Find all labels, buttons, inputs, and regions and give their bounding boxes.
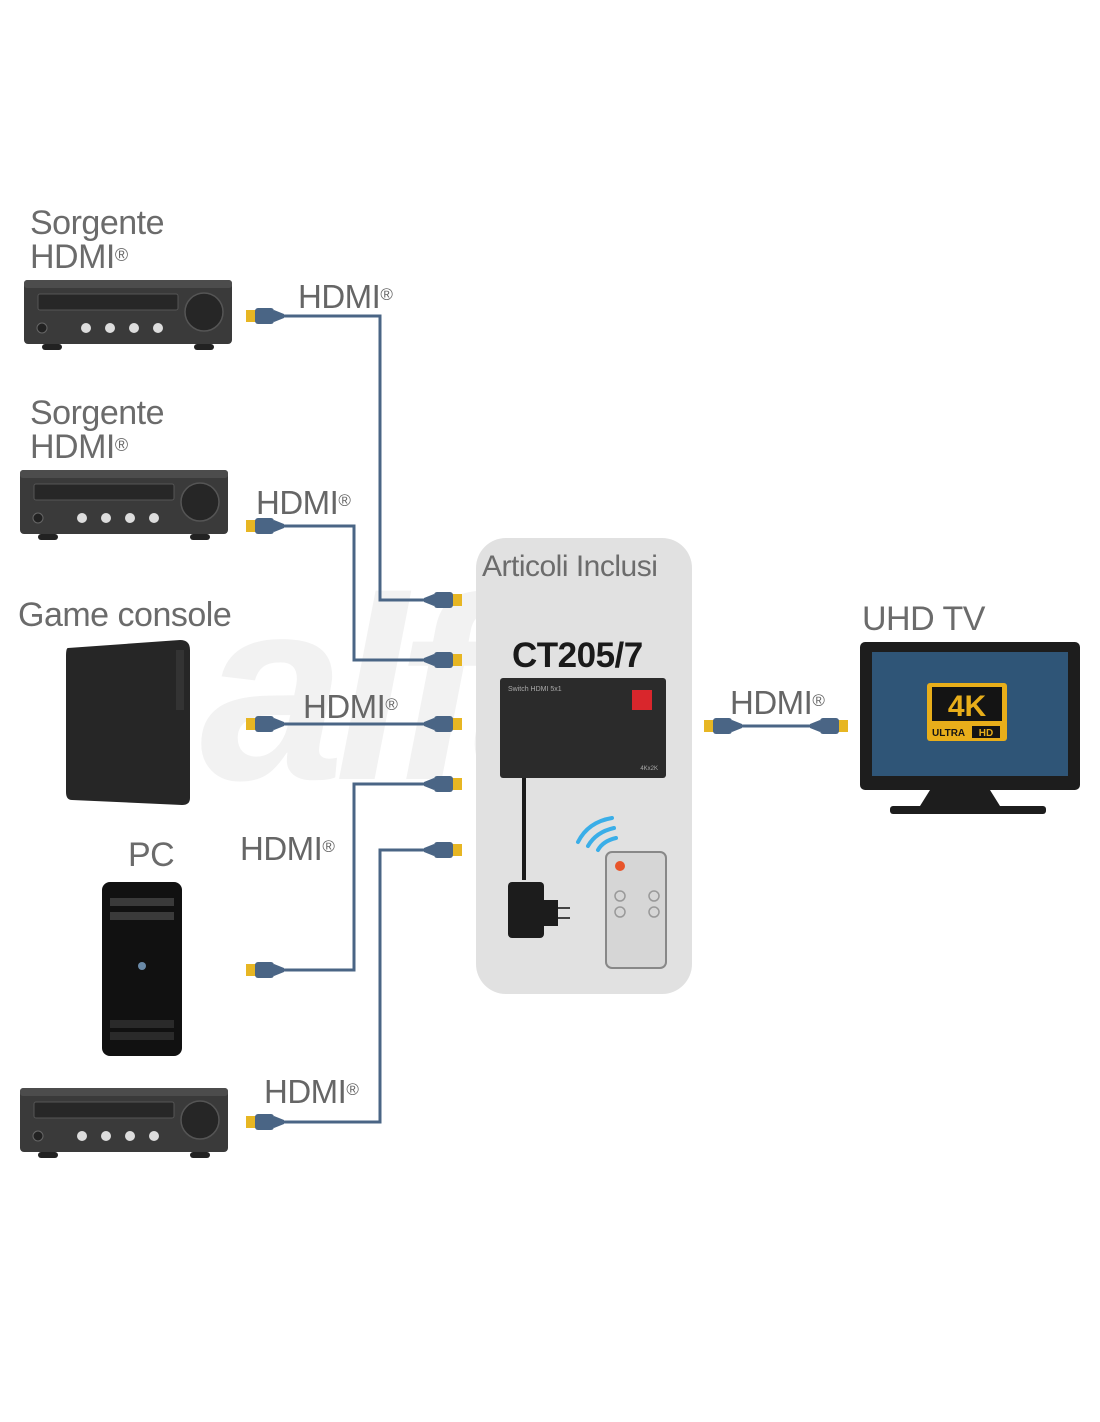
remote-control-icon: [605, 851, 667, 969]
model-number: CT205/7: [512, 636, 643, 675]
cable-label-4: HDMI®: [240, 830, 335, 867]
switch-resolution: 4Kx2K: [640, 766, 658, 772]
tv-label: UHD TV: [862, 600, 985, 638]
hdmi-plug-icon: [246, 308, 284, 324]
badge-hd: HD: [979, 728, 993, 739]
av-receiver-2-icon: [19, 469, 229, 541]
av-receiver-1-icon: [23, 279, 233, 351]
source-1-label: Sorgente HDMI®: [30, 204, 165, 276]
hdmi-switch-device: Switch HDMI 5x1 4Kx2K: [500, 678, 666, 778]
hdmi-plug-icon: [424, 776, 462, 792]
hdmi-plug-icon: [424, 592, 462, 608]
hdmi-plug-icon: [246, 1114, 284, 1130]
hdmi-plug-icon: [246, 716, 284, 732]
source-4-label: PC: [128, 836, 175, 874]
cable-label-output: HDMI®: [730, 684, 825, 721]
badge-ultra: ULTRA: [932, 728, 965, 739]
hdmi-plug-icon: [424, 652, 462, 668]
switch-label: Switch HDMI 5x1: [508, 686, 562, 693]
cable-1: [276, 314, 430, 602]
included-items-title: Articoli Inclusi: [482, 550, 658, 583]
wireless-signal-icon: [576, 816, 618, 852]
cable-label-3: HDMI®: [303, 688, 398, 725]
cable-4: [276, 782, 430, 972]
hdmi-plug-icon: [424, 716, 462, 732]
hdmi-plug-icon: [810, 718, 848, 734]
cable-label-1: HDMI®: [298, 278, 393, 315]
hdmi-plug-icon: [704, 718, 742, 734]
power-adapter-icon: [508, 778, 570, 938]
cable-5: [276, 848, 430, 1124]
cables: [276, 314, 816, 1124]
brand-logo-icon: [632, 690, 652, 710]
hdmi-plug-icon: [246, 518, 284, 534]
pc-tower-icon: [102, 882, 182, 1056]
av-receiver-3-icon: [19, 1087, 229, 1159]
game-console-icon: [66, 640, 190, 805]
cable-2: [276, 524, 430, 662]
badge-4k: 4K: [948, 690, 987, 723]
cable-label-2: HDMI®: [256, 484, 351, 521]
hdmi-plug-icon: [424, 842, 462, 858]
cable-label-5: HDMI®: [264, 1073, 359, 1110]
hdmi-plug-icon: [246, 962, 284, 978]
source-2-label: Sorgente HDMI®: [30, 394, 165, 466]
uhd-tv-icon: 4K ULTRA HD: [860, 642, 1080, 814]
source-3-label: Game console: [18, 596, 232, 634]
